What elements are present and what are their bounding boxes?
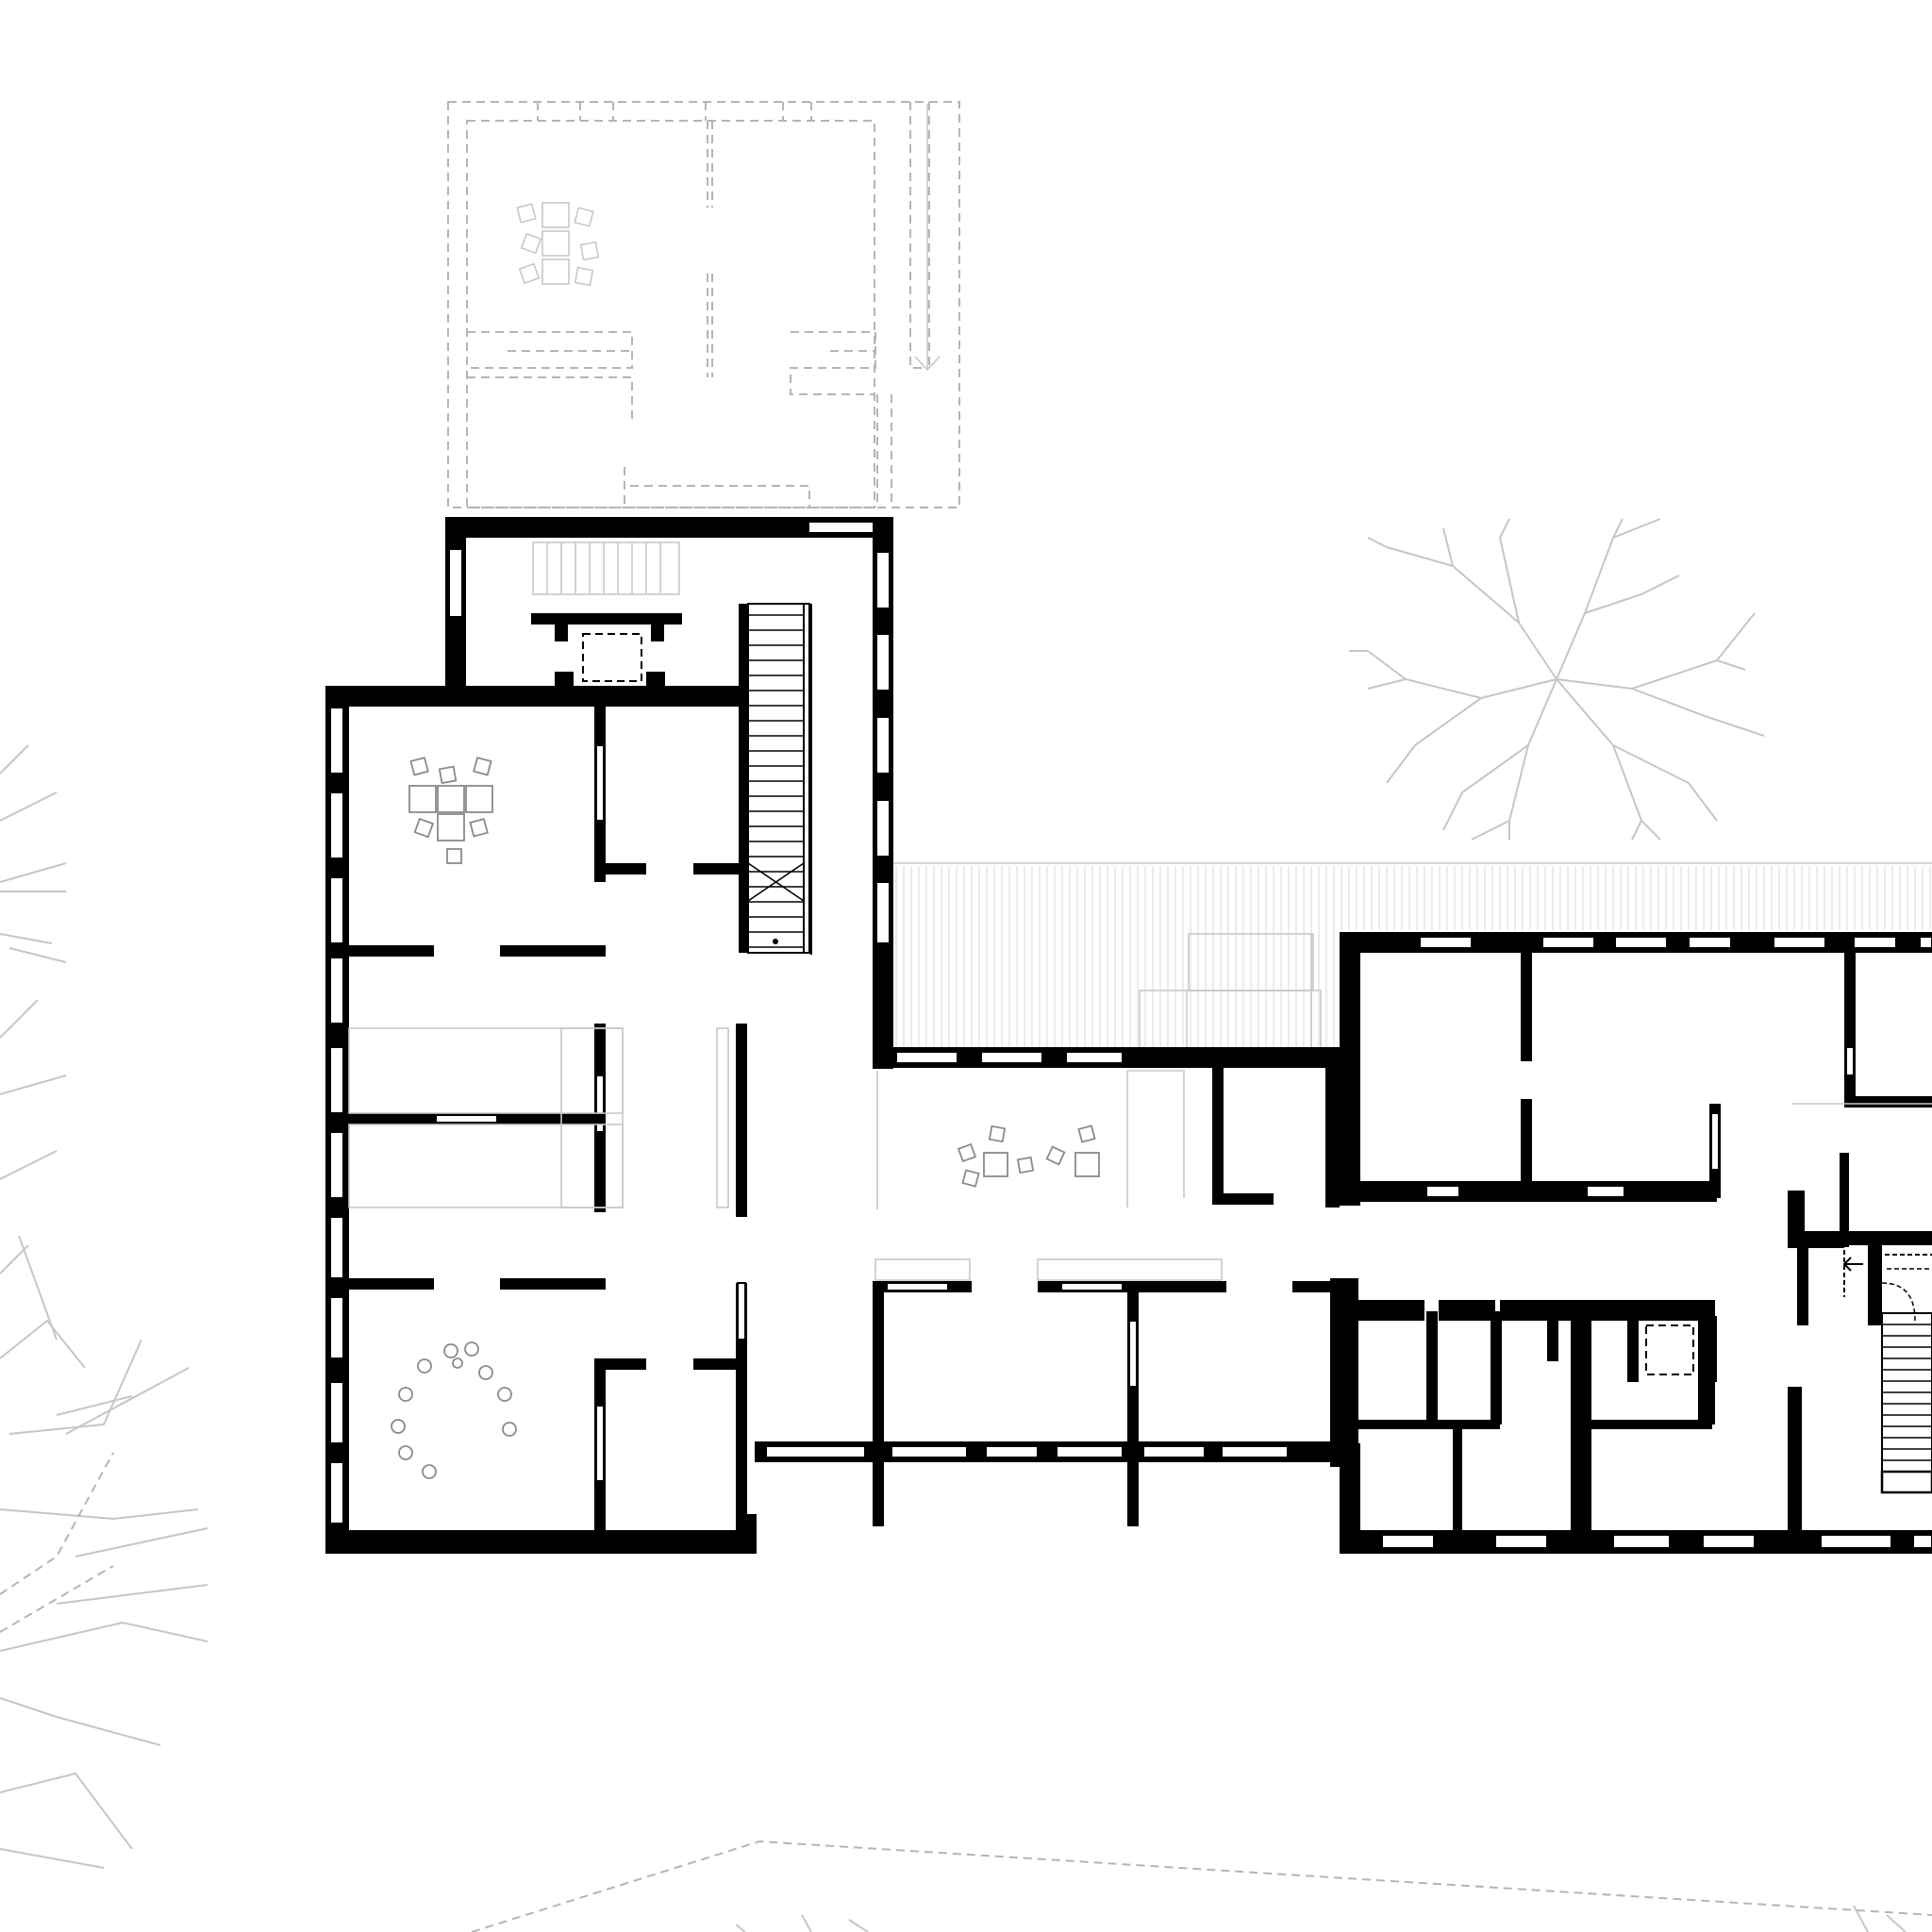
stair-symbol [532, 541, 680, 595]
vegetation-bottom [735, 1905, 1907, 1932]
built-in-cabinet [348, 1027, 624, 1208]
counter [874, 1258, 1223, 1281]
table-chair-group-icon [408, 757, 493, 864]
table-chair-group-icon [957, 1124, 1100, 1188]
stair-symbol [1842, 1250, 1932, 1494]
tree-symbol [1349, 518, 1765, 841]
existing-building-dashed [447, 101, 960, 508]
table-chair-group-icon [516, 202, 600, 287]
stair-symbol [1139, 933, 1322, 1050]
left-wing-walls [325, 517, 893, 1554]
site-boundary [471, 1840, 1932, 1932]
vegetation-left-branches [0, 744, 208, 1869]
chair-circle-icon [391, 1341, 517, 1479]
right-wing-walls [1330, 932, 1932, 1554]
entry-arrow-icon [914, 104, 941, 372]
stair-symbol [739, 603, 812, 955]
elevator-shaft-icon [582, 633, 642, 682]
connector-walls [755, 1047, 1340, 1526]
built-in-cabinet [716, 1027, 729, 1208]
elevator-shaft-icon [1645, 1324, 1694, 1375]
terrace-hatch [895, 866, 1931, 1049]
